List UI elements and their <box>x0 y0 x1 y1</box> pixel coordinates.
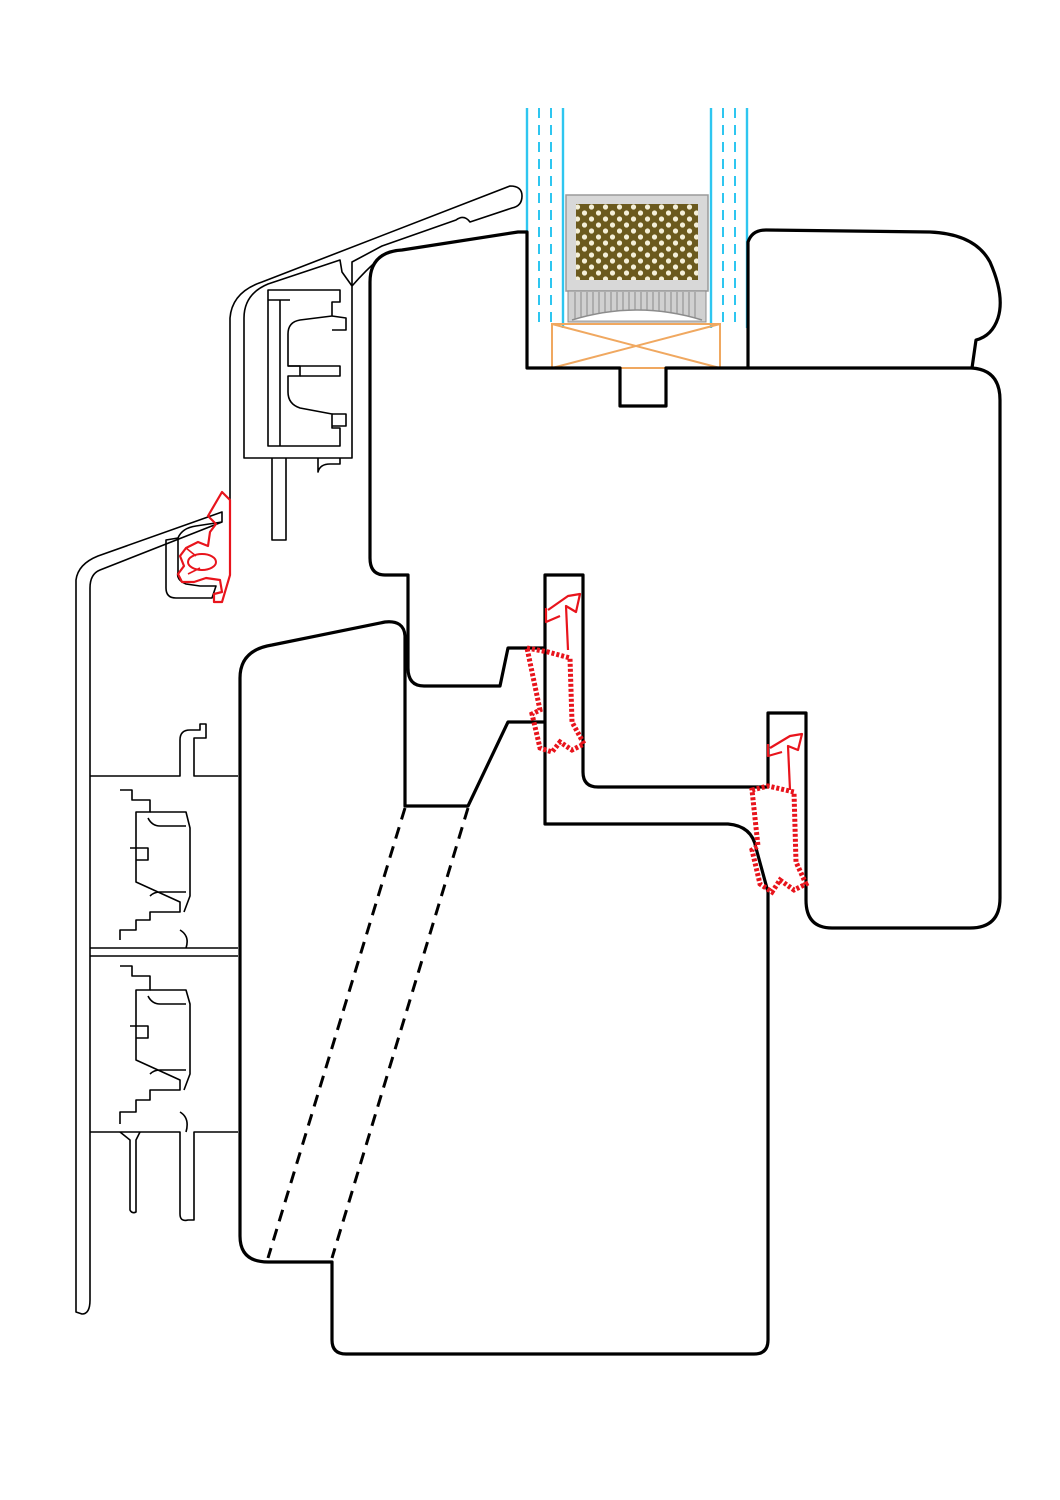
rebate-seal-outer <box>749 732 810 896</box>
glass-pane-right <box>709 108 749 328</box>
rebate-seal-inner <box>523 592 588 755</box>
glass-pane-left <box>525 108 565 328</box>
cladding-seal <box>176 490 232 604</box>
sash-profile <box>368 228 1002 930</box>
glass-spacer <box>565 194 709 323</box>
double-glazing <box>525 108 749 328</box>
desiccant-fill <box>576 204 698 280</box>
frame-profile <box>238 620 770 1356</box>
setting-block <box>551 323 721 369</box>
aluminium-cladding-lower <box>90 723 238 1222</box>
aluminium-cladding-upper <box>75 185 523 1315</box>
